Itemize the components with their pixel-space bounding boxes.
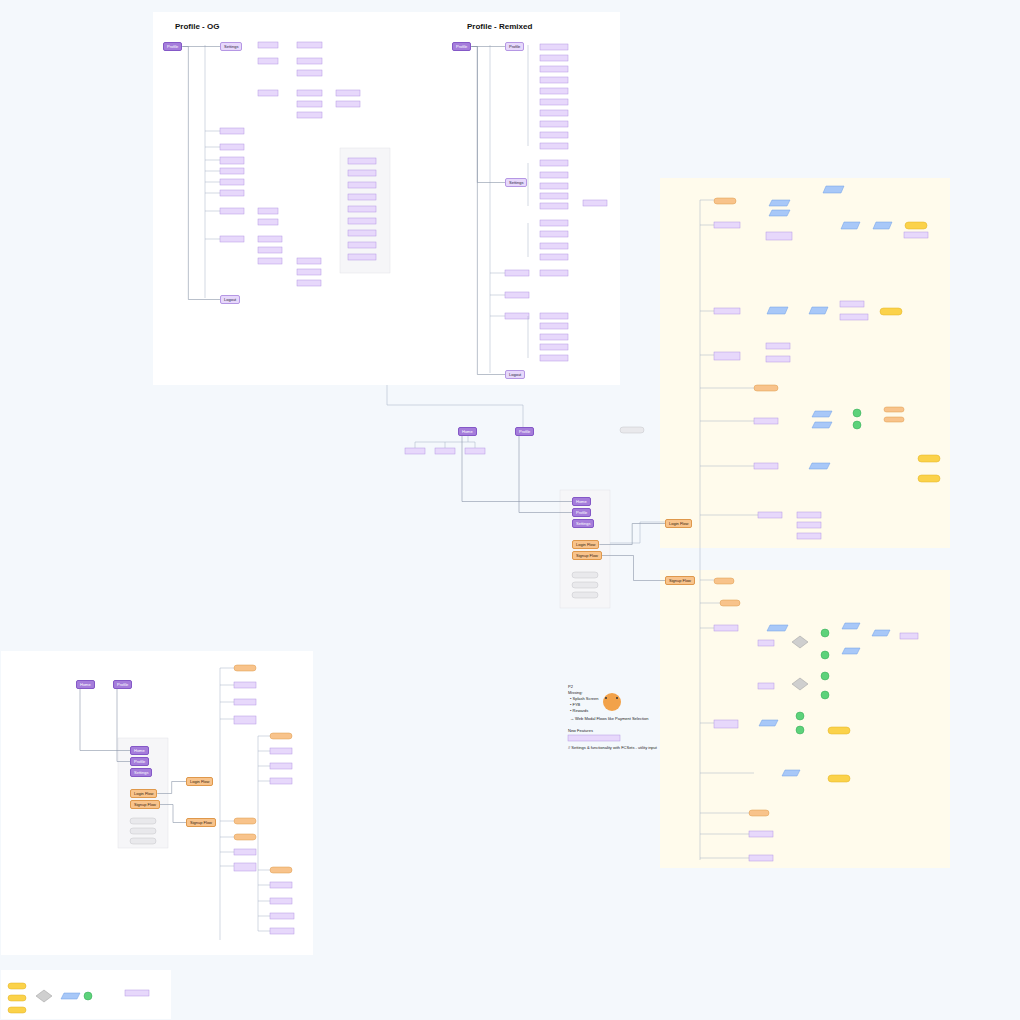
connector: [602, 556, 665, 581]
flow-box: Signup Flow: [572, 551, 602, 560]
flow-box: Login Flow: [186, 777, 213, 786]
flow-box: Login Flow: [572, 540, 599, 549]
node-text: Settings: [134, 770, 148, 775]
section-title: Profile - Remixed: [467, 22, 532, 32]
node-text: Signup Flow: [190, 820, 212, 825]
screen-box: Settings: [220, 42, 242, 51]
connector: [599, 524, 665, 545]
screen-box: Home: [76, 680, 95, 689]
note-text: • Rewards: [570, 708, 588, 713]
node-text: Profile: [167, 44, 178, 49]
node-text: Signup Flow: [669, 578, 691, 583]
connector: [157, 782, 186, 794]
connector: [182, 47, 220, 300]
node-text: Logout: [509, 372, 521, 377]
note-text: → Web Modal Flows like Payment Selection: [570, 716, 648, 721]
connector: [471, 47, 505, 375]
screen-box: Profile: [505, 42, 524, 51]
node-text: Settings: [224, 44, 238, 49]
note-text: • FYB: [570, 702, 580, 707]
node-text: Profile: [509, 44, 520, 49]
flow-box: Login Flow: [665, 519, 692, 528]
screen-box: Logout: [505, 370, 525, 379]
screen-box: Home: [130, 746, 149, 755]
note-text: # Settings & functionality with FCSets -…: [568, 745, 657, 750]
node-text: Profile: [456, 44, 467, 49]
node-text: Login Flow: [576, 542, 595, 547]
screen-box: Profile: [130, 757, 149, 766]
connector: [471, 47, 505, 183]
screen-box: Profile: [572, 508, 591, 517]
node-text: Profile: [117, 682, 128, 687]
note-text: New Features: [568, 728, 593, 733]
node-text: Home: [134, 748, 145, 753]
connector: [462, 436, 572, 502]
note-text: Missing:: [568, 690, 583, 695]
flow-box: Signup Flow: [665, 576, 695, 585]
screen-box: Settings: [505, 178, 527, 187]
node-text: Home: [462, 429, 473, 434]
note-text: • Splash Screen: [570, 696, 599, 701]
screen-box: Home: [458, 427, 477, 436]
node-text: Profile: [134, 759, 145, 764]
screen-box: Profile: [452, 42, 471, 51]
flow-box: Signup Flow: [186, 818, 216, 827]
node-text: Profile: [519, 429, 530, 434]
flow-box: Login Flow: [130, 789, 157, 798]
node-text: Signup Flow: [134, 802, 156, 807]
screen-box: Home: [572, 497, 591, 506]
node-text: Login Flow: [134, 791, 153, 796]
node-text: Login Flow: [190, 779, 209, 784]
screen-box: Profile: [163, 42, 182, 51]
node-text: Profile: [576, 510, 587, 515]
node-text: Settings: [509, 180, 523, 185]
node-text: Settings: [576, 521, 590, 526]
node-text: Home: [576, 499, 587, 504]
screen-box: Settings: [572, 519, 594, 528]
screen-box: Profile: [113, 680, 132, 689]
flow-box: Signup Flow: [130, 800, 160, 809]
section-title: Profile - OG: [175, 22, 219, 32]
node-text: Login Flow: [669, 521, 688, 526]
screen-box: Profile: [515, 427, 534, 436]
screen-box: Logout: [220, 295, 240, 304]
connector: [117, 689, 130, 762]
note-text: P2: [568, 684, 573, 689]
connector: [80, 689, 130, 751]
connector: [519, 436, 572, 513]
connector: [160, 805, 186, 823]
node-text: Logout: [224, 297, 236, 302]
node-text: Home: [80, 682, 91, 687]
node-text: Signup Flow: [576, 553, 598, 558]
screen-box: Settings: [130, 768, 152, 777]
